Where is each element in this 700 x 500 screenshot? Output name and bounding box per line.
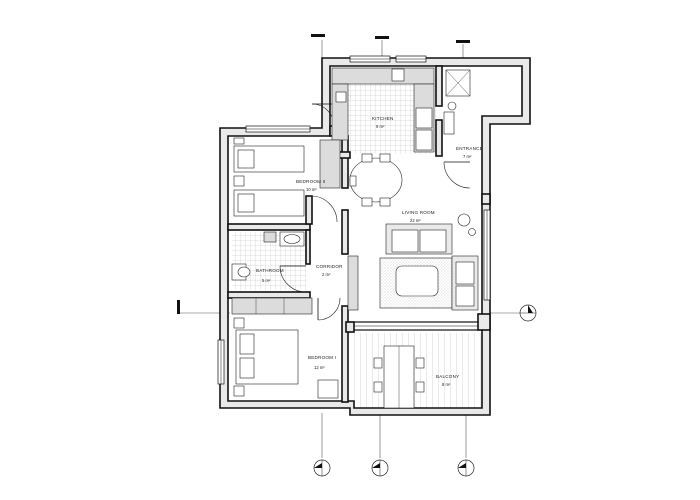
- bedroom2-furniture: [233, 137, 341, 217]
- entrance-furniture: [443, 69, 471, 135]
- bedroom2-corridor-wall: [305, 195, 313, 225]
- bedroom1-furniture: [231, 297, 339, 399]
- oven: [415, 129, 433, 151]
- armchair-cushion: [455, 261, 475, 285]
- hob: [335, 91, 347, 103]
- entrance-label: ENTRANCE: [456, 146, 483, 151]
- grid-line-bottom-1: [313, 413, 331, 477]
- chair: [349, 175, 357, 187]
- grid-line-bottom-2: [371, 413, 389, 477]
- bathroom-bedroom1-wall: [227, 291, 311, 299]
- bedroom2-wardrobe: [319, 139, 341, 189]
- bedroom1-label: BEDROOM I: [308, 355, 336, 360]
- section-markers: [177, 34, 537, 477]
- section-marker-top-3: [456, 40, 470, 60]
- kitchen-furniture: [331, 67, 435, 153]
- chair: [415, 381, 425, 393]
- bedroom2-bathroom-wall: [227, 223, 311, 231]
- tv-unit: [347, 255, 359, 311]
- nightstand: [233, 385, 245, 397]
- bedroom1-balcony-wall: [341, 305, 349, 403]
- section-marker-top-1: [311, 34, 325, 60]
- balcony-furniture: [373, 345, 425, 409]
- bedroom2-label: BEDROOM II: [296, 179, 326, 184]
- pillow: [239, 333, 255, 355]
- bedroom2-door: [310, 195, 338, 223]
- lamp: [468, 228, 476, 236]
- room-labels: KITCHEN 9 m² ENTRANCE 7 m² BEDROOM II 10…: [256, 116, 483, 387]
- section-line-horizontal: [177, 300, 537, 322]
- bathroom-fixtures: [231, 231, 305, 281]
- coffee-table: [395, 265, 439, 297]
- balcony-corner-right: [477, 313, 491, 331]
- dining-set: [349, 153, 403, 207]
- entrance-living-stub: [481, 193, 491, 205]
- grid-line-bottom-3: [457, 413, 475, 477]
- entrance-door: [443, 161, 471, 189]
- nightstand: [233, 317, 245, 329]
- living-furniture: [347, 213, 479, 311]
- living-area: 22 m²: [410, 218, 421, 223]
- bedroom1-wardrobe: [231, 297, 313, 315]
- kitchen-counter-top: [331, 67, 435, 85]
- pillow: [239, 357, 255, 379]
- bathroom-label: BATHROOM: [256, 268, 284, 273]
- chair: [361, 197, 373, 207]
- side-table: [457, 213, 471, 227]
- kitchen-entrance-wall: [435, 65, 443, 107]
- bathroom-corridor-wall: [305, 229, 311, 265]
- kitchen-sink: [391, 68, 405, 82]
- chair: [379, 153, 391, 163]
- windows: [217, 55, 491, 385]
- balcony-decking: [353, 333, 484, 411]
- balcony-corner-left: [345, 321, 355, 333]
- entrance-area: 7 m²: [463, 154, 472, 159]
- sofa-cushion: [391, 229, 419, 253]
- bathroom-door: [279, 265, 307, 293]
- dining-table: [349, 157, 403, 203]
- bathroom-area: 5 m²: [262, 278, 271, 283]
- chair: [373, 381, 383, 393]
- corridor-area: 2 m²: [322, 272, 331, 277]
- kitchen-label: KITCHEN: [372, 116, 394, 121]
- kitchen-area: 9 m²: [376, 124, 385, 129]
- balcony-label: BALCONY: [436, 374, 459, 379]
- kitchen-entrance-wall-lower: [435, 119, 443, 157]
- shoe-cabinet: [443, 111, 455, 135]
- walls: [219, 57, 531, 416]
- pillow-top: [237, 149, 255, 169]
- balcony-area: 8 m²: [442, 382, 451, 387]
- chair: [415, 357, 425, 369]
- toilet-bowl: [237, 266, 251, 278]
- coat-stand: [447, 101, 457, 111]
- bedroom1-door: [317, 297, 341, 321]
- chair: [373, 357, 383, 369]
- armchair-cushion: [455, 285, 475, 307]
- desk: [317, 379, 339, 399]
- corridor-label: CORRIDOR: [316, 264, 343, 269]
- pillow-bottom: [237, 193, 255, 213]
- bedroom2-shelf: [233, 137, 245, 145]
- chair: [379, 197, 391, 207]
- bedroom2-area: 10 m²: [306, 187, 317, 192]
- chair: [361, 153, 373, 163]
- corridor-living-wall-upper: [341, 209, 349, 255]
- sofa-cushion: [419, 229, 447, 253]
- bathroom-cabinet: [263, 231, 277, 243]
- washbasin-bowl: [283, 234, 301, 244]
- nightstand: [233, 175, 245, 187]
- bedroom2-living-wall: [341, 135, 349, 189]
- fridge: [415, 107, 433, 129]
- living-label: LIVING ROOM: [402, 210, 435, 215]
- bedroom1-area: 12 m²: [314, 365, 325, 370]
